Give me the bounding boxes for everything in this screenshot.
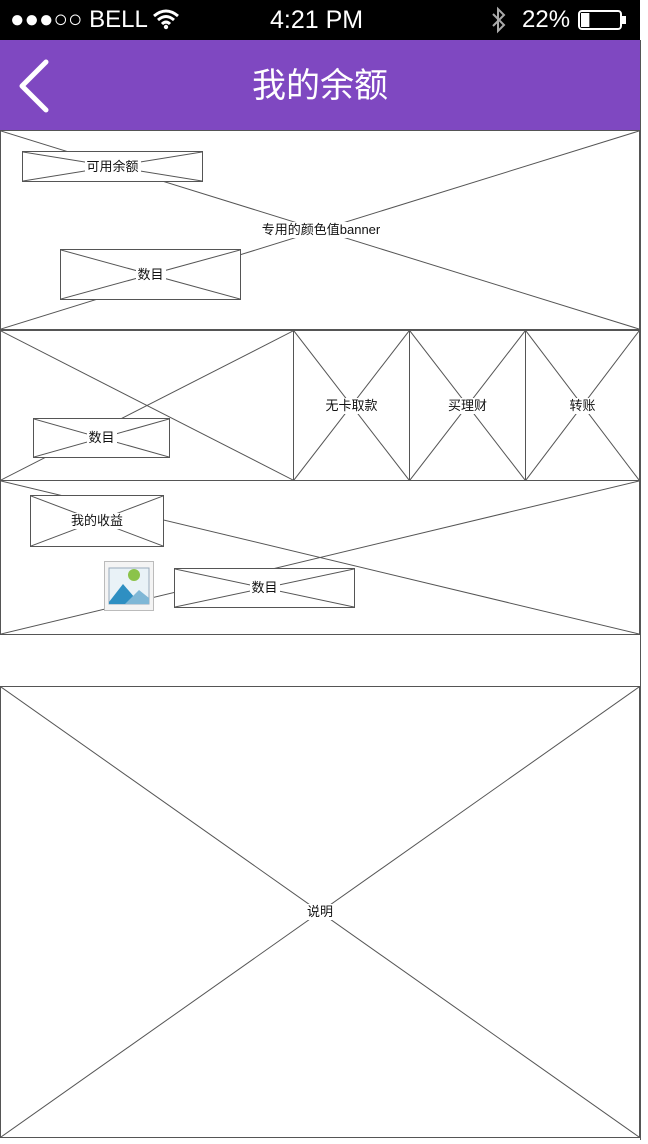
description-panel: 说明 xyxy=(0,686,640,1138)
actions-amount: 数目 xyxy=(86,430,117,446)
back-button[interactable] xyxy=(14,58,58,114)
clock: 4:21 PM xyxy=(270,6,364,34)
carrier-label: ●●●○○ BELL xyxy=(10,6,148,33)
available-balance-label: 可用余额 xyxy=(84,158,141,175)
chevron-left-icon xyxy=(19,59,49,113)
my-earnings-title-box: 我的收益 xyxy=(30,495,164,547)
actions-amount-box: 数目 xyxy=(33,418,170,458)
battery-icon xyxy=(578,10,628,30)
available-balance-label-box: 可用余额 xyxy=(22,151,203,182)
actions-left-panel xyxy=(0,330,294,481)
earnings-amount: 数目 xyxy=(249,580,280,596)
description-label: 说明 xyxy=(304,904,336,920)
nav-bar: 我的余额 xyxy=(0,40,640,130)
battery-percent: 22% xyxy=(522,6,571,33)
bluetooth-icon xyxy=(490,6,508,34)
buy-wealth-product-button[interactable]: 买理财 xyxy=(409,330,526,481)
earnings-amount-box: 数目 xyxy=(174,568,355,608)
wifi-icon xyxy=(152,8,180,30)
banner-label: 专用的颜色值banner xyxy=(259,222,383,238)
cardless-withdrawal-label: 无卡取款 xyxy=(323,397,380,414)
transfer-label: 转账 xyxy=(567,397,598,414)
buy-wealth-product-label: 买理财 xyxy=(445,397,490,414)
transfer-button[interactable]: 转账 xyxy=(525,330,640,481)
page-title: 我的余额 xyxy=(252,67,388,105)
screen-edge xyxy=(640,40,641,1140)
balance-amount-box: 数目 xyxy=(60,249,241,300)
my-earnings-title: 我的收益 xyxy=(68,513,126,529)
balance-amount: 数目 xyxy=(135,266,166,283)
status-bar: ●●●○○ BELL 4:21 PM 22% xyxy=(0,0,640,40)
image-placeholder-icon xyxy=(104,561,154,611)
cardless-withdrawal-button[interactable]: 无卡取款 xyxy=(293,330,410,481)
